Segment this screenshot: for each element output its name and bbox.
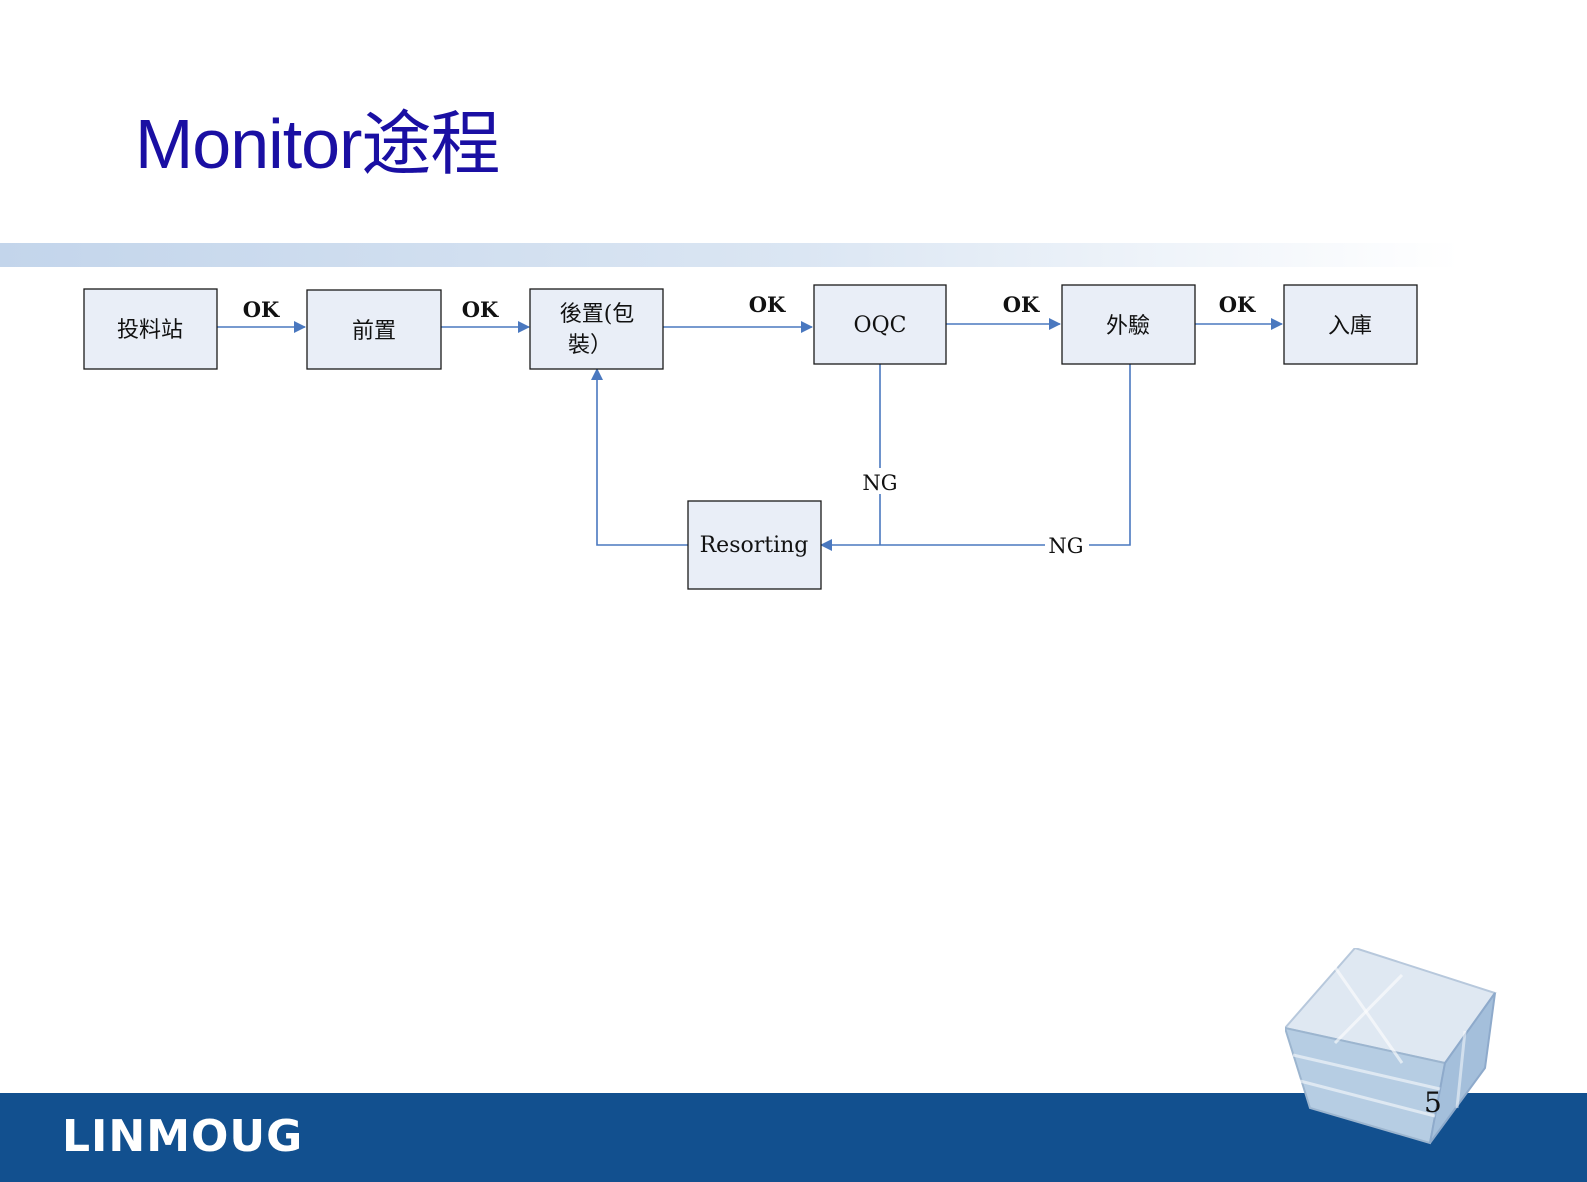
node-label-n3-line1: 後置(包 [560,302,635,327]
edge-label-n1-n2: OK [243,297,280,322]
edge-label-n4-n7: NG [862,471,897,495]
node-box-n6 [1283,284,1418,365]
node-box-n1 [83,288,218,370]
node-box-n5 [1061,284,1196,365]
node-label-n6: 入庫 [1328,314,1372,339]
edge-label-n5-n7: NG [1048,534,1083,558]
edge-label-n5-n6: OK [1219,292,1256,317]
slide-title: Monitor途程 [135,105,500,183]
node-label-n1: 投料站 [117,318,183,343]
edge-label-n2-n3: OK [462,297,499,322]
edge-n5-n7 [820,364,1131,551]
node-box-n2 [306,289,442,370]
ng-label-backdrop-1 [858,468,902,494]
node-label-n7: Resorting [700,533,809,558]
node-box-n4 [813,284,947,365]
edge-label-n3-n4: OK [749,292,786,317]
title-underline-band [0,243,1460,267]
page-number: 5 [1424,1086,1442,1119]
node-label-n5: 外驗 [1106,314,1150,339]
node-box-n7 [687,500,822,590]
node-label-n4: OQC [854,313,907,338]
cube-logo-icon [1285,948,1497,1145]
edge-label-n4-n5: OK [1003,292,1040,317]
node-label-n2: 前置 [352,319,396,344]
node-label-n3-line2: 裝） [568,333,612,358]
ng-label-backdrop-2 [1045,532,1089,558]
edge-n7-n3 [591,368,688,546]
node-box-n3 [529,288,664,370]
company-logo: LINMOUG [62,1111,304,1162]
